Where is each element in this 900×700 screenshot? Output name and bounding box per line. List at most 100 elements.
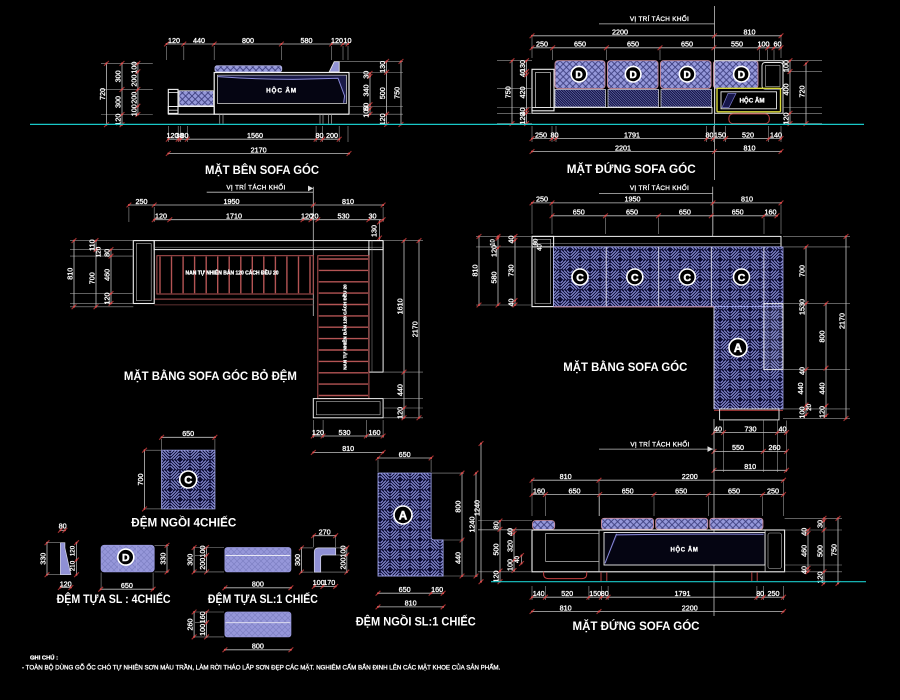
svg-text:HỘC ÂM: HỘC ÂM — [266, 86, 297, 95]
svg-text:120: 120 — [114, 114, 123, 126]
svg-text:A: A — [399, 509, 408, 522]
svg-text:100: 100 — [338, 546, 347, 558]
svg-text:40: 40 — [779, 424, 787, 433]
svg-text:40: 40 — [518, 69, 527, 77]
svg-text:650: 650 — [121, 581, 133, 590]
svg-text:460: 460 — [800, 545, 809, 557]
svg-text:250: 250 — [136, 197, 148, 206]
svg-text:A: A — [734, 342, 743, 355]
svg-text:60: 60 — [774, 40, 782, 49]
svg-text:1791: 1791 — [675, 589, 691, 598]
svg-text:2200: 2200 — [682, 472, 698, 481]
svg-text:160: 160 — [431, 585, 443, 594]
svg-text:120: 120 — [168, 36, 180, 45]
svg-text:550: 550 — [731, 40, 743, 49]
svg-text:80: 80 — [59, 521, 67, 530]
svg-text:650: 650 — [399, 585, 411, 594]
svg-text:C: C — [184, 475, 192, 487]
svg-text:650: 650 — [182, 429, 194, 438]
svg-text:160: 160 — [369, 428, 381, 437]
svg-text:500: 500 — [816, 545, 825, 557]
svg-text:VỊ TRÍ TÁCH KHỐI: VỊ TRÍ TÁCH KHỐI — [630, 439, 689, 449]
svg-text:30: 30 — [816, 520, 825, 528]
svg-text:100: 100 — [313, 578, 325, 587]
svg-text:160: 160 — [533, 486, 545, 495]
svg-text:10: 10 — [491, 239, 497, 246]
svg-text:720: 720 — [98, 88, 107, 100]
svg-text:C: C — [576, 273, 584, 284]
svg-text:250: 250 — [535, 130, 547, 139]
svg-text:120: 120 — [69, 545, 76, 556]
svg-text:80: 80 — [181, 131, 189, 140]
svg-text:250: 250 — [536, 40, 548, 49]
svg-text:270: 270 — [319, 528, 331, 537]
svg-text:VỊ TRÍ TÁCH KHỐI: VỊ TRÍ TÁCH KHỐI — [630, 182, 689, 192]
svg-text:300: 300 — [114, 70, 123, 82]
svg-text:MẶT ĐỨNG SOFA GÓC: MẶT ĐỨNG SOFA GÓC — [573, 618, 700, 633]
svg-text:2170: 2170 — [251, 145, 267, 154]
svg-text:HỘC ÂM: HỘC ÂM — [739, 97, 764, 105]
svg-text:160: 160 — [765, 208, 777, 217]
svg-text:500: 500 — [492, 544, 501, 556]
svg-text:D: D — [629, 70, 636, 81]
svg-text:650: 650 — [627, 40, 639, 49]
svg-text:440: 440 — [193, 36, 205, 45]
svg-text:ĐỆM TỰA SL : 4CHIẾC: ĐỆM TỰA SL : 4CHIẾC — [57, 591, 171, 606]
svg-text:NAN TỰ NHIÊN BẢN 120 CÁCH ĐỀU: NAN TỰ NHIÊN BẢN 120 CÁCH ĐỀU 20 — [185, 269, 278, 277]
svg-text:1791: 1791 — [624, 130, 640, 139]
svg-text:MẶT BẰNG SOFA GÓC BỎ ĐỆM: MẶT BẰNG SOFA GÓC BỎ ĐỆM — [124, 368, 297, 383]
svg-text:2170: 2170 — [411, 321, 420, 337]
svg-text:700: 700 — [136, 474, 145, 486]
svg-text:810: 810 — [744, 462, 756, 471]
svg-text:20: 20 — [311, 212, 319, 221]
svg-text:C: C — [684, 273, 692, 284]
svg-text:650: 650 — [399, 450, 411, 459]
svg-text:10: 10 — [344, 36, 352, 45]
svg-text:40: 40 — [798, 367, 807, 375]
svg-text:150: 150 — [714, 130, 726, 139]
svg-text:80: 80 — [316, 131, 324, 140]
svg-text:160: 160 — [198, 611, 207, 623]
svg-text:40: 40 — [514, 556, 521, 563]
svg-text:2201: 2201 — [615, 143, 631, 152]
svg-text:GHI CHÚ :: GHI CHÚ : — [30, 655, 58, 662]
svg-text:30: 30 — [362, 71, 371, 79]
svg-text:330: 330 — [39, 553, 48, 565]
svg-text:200: 200 — [338, 558, 347, 570]
svg-text:800: 800 — [252, 580, 264, 589]
svg-text:HỘC ÂM: HỘC ÂM — [671, 545, 699, 553]
svg-text:120: 120 — [490, 245, 499, 257]
svg-text:340: 340 — [362, 85, 371, 97]
svg-text:650: 650 — [626, 208, 638, 217]
svg-text:100: 100 — [758, 40, 770, 49]
svg-text:80: 80 — [534, 238, 540, 245]
svg-text:80: 80 — [103, 249, 112, 257]
svg-text:40: 40 — [507, 299, 516, 307]
svg-text:200: 200 — [198, 558, 207, 570]
svg-text:810: 810 — [471, 265, 480, 277]
svg-text:100: 100 — [198, 546, 207, 558]
svg-text:650: 650 — [574, 40, 586, 49]
svg-text:100: 100 — [198, 624, 207, 636]
svg-text:800: 800 — [252, 642, 264, 651]
svg-text:120: 120 — [60, 579, 72, 588]
svg-text:250: 250 — [768, 589, 780, 598]
svg-text:100: 100 — [362, 106, 371, 118]
svg-text:120: 120 — [492, 571, 501, 583]
svg-text:210: 210 — [69, 560, 76, 571]
svg-text:130: 130 — [378, 61, 387, 73]
svg-text:420: 420 — [518, 87, 527, 99]
svg-text:40: 40 — [800, 528, 809, 536]
svg-text:300: 300 — [293, 554, 302, 566]
svg-text:650: 650 — [569, 486, 581, 495]
svg-text:120: 120 — [378, 113, 387, 125]
svg-text:40: 40 — [518, 108, 527, 116]
svg-text:810: 810 — [560, 603, 572, 612]
svg-text:720: 720 — [798, 86, 807, 98]
svg-text:520: 520 — [561, 589, 573, 598]
svg-text:80: 80 — [706, 130, 714, 139]
svg-text:810: 810 — [342, 444, 354, 453]
svg-text:1240: 1240 — [473, 500, 482, 516]
svg-text:440: 440 — [796, 383, 805, 395]
svg-text:250: 250 — [536, 195, 548, 204]
